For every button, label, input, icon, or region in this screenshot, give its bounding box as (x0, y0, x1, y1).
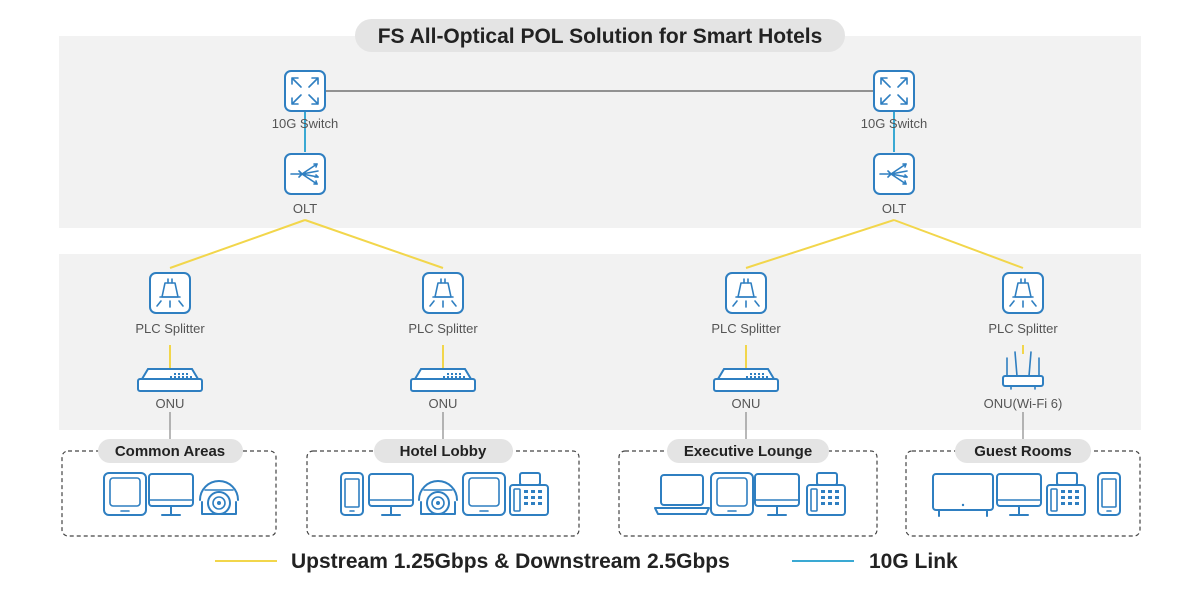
switch-icon (873, 70, 915, 112)
area-common-areas: Common Areas (61, 439, 277, 537)
camera-icon (199, 480, 239, 515)
area-label: Hotel Lobby (400, 443, 487, 460)
splitter-label: PLC Splitter (135, 321, 205, 336)
olt-label: OLT (882, 201, 906, 216)
onu-icon (137, 368, 203, 392)
area-pill (667, 439, 829, 463)
onu-node-1: ONU (137, 368, 203, 411)
legend-ten-g-label: 10G Link (869, 550, 958, 573)
onu-label: ONU(Wi-Fi 6) (984, 396, 1063, 411)
phone-icon (1097, 472, 1121, 516)
splitter-icon (725, 272, 767, 314)
distribution-layer-band (59, 254, 1141, 430)
area-label: Executive Lounge (684, 443, 812, 460)
monitor-icon (996, 473, 1042, 516)
monitor-icon (368, 473, 414, 516)
diagram-title: FS All-Optical POL Solution for Smart Ho… (378, 25, 823, 48)
olt-icon (873, 153, 915, 195)
splitter-node-4: PLC Splitter (988, 272, 1058, 336)
legend: Upstream 1.25Gbps & Downstream 2.5Gbps 1… (215, 550, 958, 573)
camera-icon (418, 480, 458, 515)
area-box (905, 450, 1141, 537)
onu-node-4: ONU(Wi-Fi 6) (984, 351, 1063, 411)
tablet-icon (710, 472, 754, 516)
pon-link-olt1-splitter2 (304, 219, 444, 269)
onu-node-2: ONU (410, 368, 476, 411)
core-layer-band (59, 36, 1141, 228)
area-pill (98, 439, 243, 463)
onu-label: ONU (429, 396, 458, 411)
desk-phone-icon (509, 472, 549, 516)
switch-node-left: 10G Switch (272, 70, 338, 131)
splitter-label: PLC Splitter (408, 321, 478, 336)
pon-link-olt1-splitter1 (169, 219, 306, 269)
splitter-label: PLC Splitter (988, 321, 1058, 336)
area-pill (374, 439, 513, 463)
area-box (61, 450, 277, 537)
olt-node-right: OLT (873, 153, 915, 216)
switch-node-right: 10G Switch (861, 70, 927, 131)
splitter-icon (149, 272, 191, 314)
onu-node-3: ONU (713, 368, 779, 411)
area-hotel-lobby: Hotel Lobby (306, 439, 580, 537)
area-guest-rooms: Guest Rooms (905, 439, 1141, 537)
pon-link-olt2-splitter4 (893, 219, 1024, 269)
splitter-node-1: PLC Splitter (135, 272, 205, 336)
tablet-icon (103, 472, 147, 516)
splitter-icon (1002, 272, 1044, 314)
area-label: Guest Rooms (974, 443, 1072, 460)
area-executive-lounge: Executive Lounge (618, 439, 878, 537)
area-box (618, 450, 878, 537)
pon-link-olt2-splitter3 (745, 219, 895, 269)
monitor-icon (148, 473, 194, 516)
splitter-label: PLC Splitter (711, 321, 781, 336)
tv-icon (932, 473, 994, 517)
switch-label: 10G Switch (272, 116, 338, 131)
olt-node-left: OLT (284, 153, 326, 216)
area-label: Common Areas (115, 443, 225, 460)
onu-label: ONU (732, 396, 761, 411)
onu-label: ONU (156, 396, 185, 411)
splitter-icon (422, 272, 464, 314)
title-pill (355, 19, 845, 52)
legend-upstream-label: Upstream 1.25Gbps & Downstream 2.5Gbps (291, 550, 730, 573)
tablet-icon (462, 472, 506, 516)
splitter-node-2: PLC Splitter (408, 272, 478, 336)
onu-icon (410, 368, 476, 392)
switch-label: 10G Switch (861, 116, 927, 131)
olt-icon (284, 153, 326, 195)
phone-icon (340, 472, 364, 516)
olt-label: OLT (293, 201, 317, 216)
area-pill (955, 439, 1091, 463)
desk-phone-icon (806, 472, 846, 516)
switch-icon (284, 70, 326, 112)
onu-icon (713, 368, 779, 392)
desk-phone-icon (1046, 472, 1086, 516)
monitor-icon (754, 473, 800, 516)
splitter-node-3: PLC Splitter (711, 272, 781, 336)
laptop-icon (654, 474, 710, 515)
